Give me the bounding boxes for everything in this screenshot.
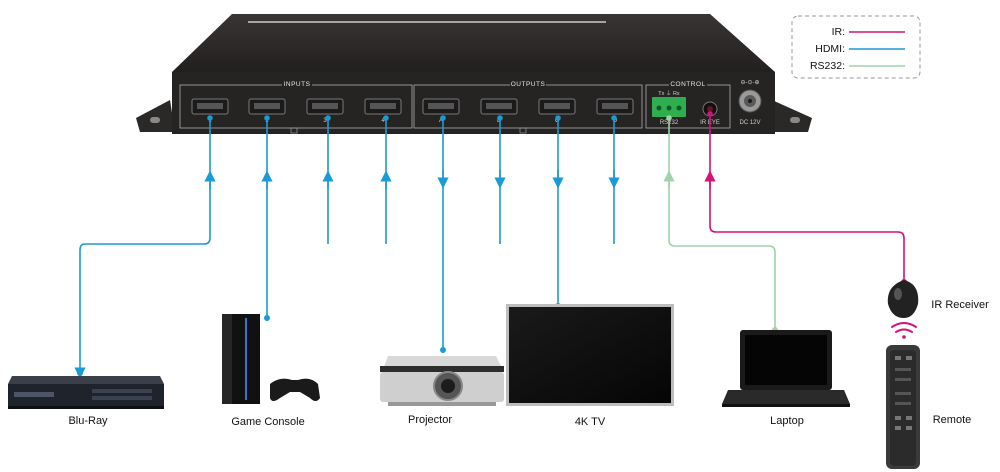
wireless-signal-icon	[891, 322, 917, 339]
dc-polarity-icon: ⊖-⊙-⊕	[740, 80, 759, 86]
ir-line-receiver	[709, 114, 905, 282]
laptop	[722, 330, 850, 407]
ir-receiver-label: IR Receiver	[931, 299, 989, 311]
gamepad-icon	[270, 378, 320, 401]
input-port-4: 4	[364, 98, 402, 124]
output-port-a-letter: A	[439, 118, 443, 124]
game-console-label: Game Console	[231, 416, 304, 428]
chassis-top	[172, 14, 775, 72]
legend-hdmi-label: HDMI:	[815, 43, 845, 55]
laptop-label: Laptop	[770, 415, 804, 427]
remote-control	[886, 345, 920, 469]
tv-4k	[506, 304, 674, 406]
output-port-d: D	[596, 98, 634, 124]
rs232-pins-label: Tx ⏚ Rx	[658, 90, 680, 97]
input-port-4-number: 4	[381, 118, 385, 124]
input-port-3: 3	[306, 98, 344, 124]
input-led	[290, 127, 298, 134]
legend: IR: HDMI: RS232:	[791, 15, 921, 79]
connections	[74, 111, 907, 379]
right-ear-hole	[790, 117, 800, 123]
projector-label: Projector	[408, 414, 452, 426]
ir-receiver	[887, 280, 919, 318]
inputs-label: INPUTS	[284, 81, 311, 88]
legend-ir-label: IR:	[832, 26, 845, 38]
bluray-label: Blu-Ray	[68, 415, 108, 427]
output-led	[519, 127, 527, 134]
game-console	[222, 314, 320, 404]
dc-label: DC 12V	[739, 120, 760, 126]
output-port-b-letter: B	[497, 118, 501, 124]
remote-label: Remote	[933, 414, 972, 426]
left-mounting-ear	[136, 100, 175, 132]
matrix-switcher: INPUTS OUTPUTS CONTROL 1 2 3 4	[136, 14, 812, 134]
output-port-b: B	[480, 98, 518, 124]
rs232-line-laptop	[668, 118, 776, 330]
outputs-label: OUTPUTS	[511, 81, 546, 88]
output-port-d-letter: D	[613, 118, 618, 124]
hdmi-line-bluray	[74, 118, 211, 379]
control-label: CONTROL	[670, 81, 705, 88]
projector	[380, 356, 504, 406]
legend-rs232-label: RS232:	[810, 60, 845, 72]
right-mounting-ear	[770, 100, 812, 132]
input-port-3-number: 3	[323, 118, 327, 124]
left-ear-hole	[150, 117, 160, 123]
tv-label: 4K TV	[575, 416, 606, 428]
bluray-player	[8, 376, 164, 409]
output-port-a: A	[422, 98, 460, 124]
